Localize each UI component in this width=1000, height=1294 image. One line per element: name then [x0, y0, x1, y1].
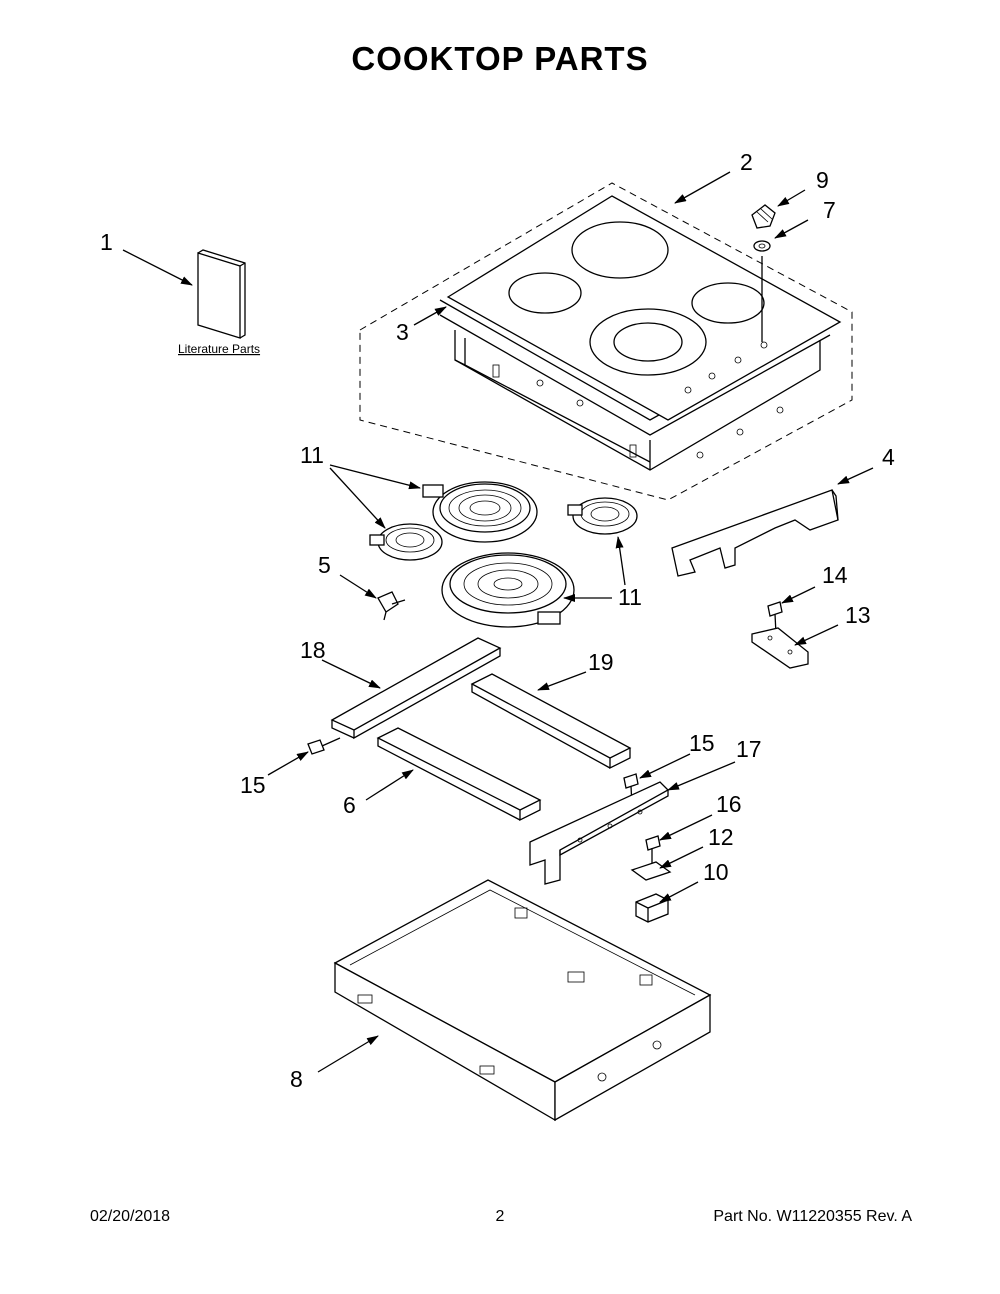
cooktop-frame-part: [439, 299, 831, 471]
callout-13: 13: [845, 602, 871, 628]
literature-booklet-part: [197, 249, 246, 339]
limiter-part: [377, 591, 406, 621]
callout-4: 4: [882, 444, 895, 470]
callout-14: 14: [822, 562, 848, 588]
knob-seal-part: [753, 240, 771, 342]
callout-15-left: 15: [240, 772, 266, 798]
callout-2: 2: [740, 149, 753, 175]
mounting-bracket-part-13: [751, 627, 809, 669]
callout-5: 5: [318, 552, 331, 578]
side-bracket-part: [671, 489, 839, 577]
control-knob-part: [751, 204, 776, 229]
callout-17: 17: [736, 736, 762, 762]
callout-11-top: 11: [300, 442, 324, 468]
footer-part-number: Part No. W11220355 Rev. A: [713, 1208, 912, 1225]
callout-8: 8: [290, 1066, 303, 1092]
callout-16: 16: [716, 791, 742, 817]
gasket-part-12: [630, 861, 672, 881]
large-radiant-element-upper: [422, 481, 538, 543]
screw-part-15-left: [307, 737, 341, 755]
small-radiant-element-left: [369, 523, 443, 561]
switch-part-10: [635, 893, 669, 923]
large-radiant-element-lower: [441, 552, 575, 628]
callout-11-bottom: 11: [618, 584, 642, 610]
support-rail-part-18: [330, 637, 502, 740]
callout-19: 19: [588, 649, 614, 675]
callout-3: 3: [396, 319, 409, 345]
callout-12: 12: [708, 824, 734, 850]
control-bracket-part-17: [529, 781, 670, 885]
screw-part-16: [645, 835, 661, 868]
bottom-tray-part: [333, 879, 712, 1122]
callout-10: 10: [703, 859, 729, 885]
screw-part-15-right: [623, 773, 639, 807]
page-title: COOKTOP PARTS: [351, 40, 649, 77]
callout-1: 1: [100, 229, 113, 255]
support-rail-part-6: [376, 727, 542, 822]
leader-arrows: [122, 171, 874, 1073]
glass-cooktop-part: [446, 195, 842, 421]
footer-page-number: 2: [495, 1208, 505, 1225]
literature-parts-label: Literature Parts: [178, 342, 260, 356]
footer-date: 02/20/2018: [90, 1208, 171, 1225]
support-rail-part-19: [470, 673, 632, 770]
callout-7: 7: [823, 197, 836, 223]
small-radiant-element-right: [567, 497, 638, 535]
callout-18: 18: [300, 637, 326, 663]
callout-15-right: 15: [689, 730, 715, 756]
cooktop-assembly-outline: [359, 182, 853, 501]
callout-9: 9: [816, 167, 829, 193]
callout-6: 6: [343, 792, 356, 818]
